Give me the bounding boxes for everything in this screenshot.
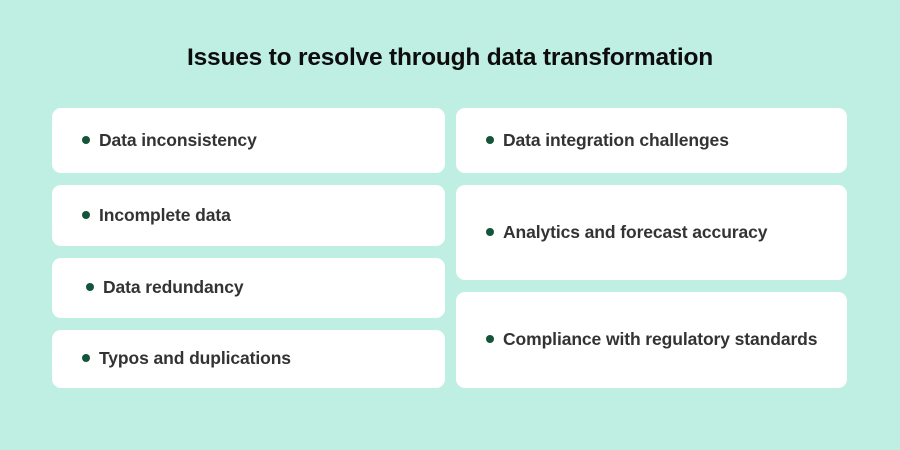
issue-card[interactable]: Typos and duplications	[52, 330, 445, 388]
issue-card[interactable]: Data redundancy	[52, 258, 445, 318]
bullet-dot-icon	[82, 210, 90, 219]
bullet-dot-icon	[486, 135, 494, 144]
issue-label: Data redundancy	[103, 277, 244, 298]
bullet-row: Analytics and forecast accuracy	[486, 221, 829, 244]
issue-label: Typos and duplications	[99, 348, 291, 369]
issue-card[interactable]: Data integration challenges	[456, 108, 847, 173]
bullet-dot-icon	[82, 135, 90, 144]
bullet-row: Data redundancy	[86, 276, 427, 299]
bullet-row: Data inconsistency	[82, 129, 427, 152]
bullet-dot-icon	[86, 283, 94, 292]
bullet-row: Data integration challenges	[486, 129, 829, 152]
bullet-dot-icon	[486, 227, 494, 236]
issues-grid: Data inconsistency Incomplete data Data …	[52, 108, 847, 388]
issue-label: Data integration challenges	[503, 129, 729, 150]
issues-column-right: Data integration challenges Analytics an…	[456, 108, 847, 388]
bullet-row: Typos and duplications	[82, 347, 427, 370]
issue-card[interactable]: Compliance with regulatory standards	[456, 292, 847, 388]
issue-card[interactable]: Incomplete data	[52, 185, 445, 246]
issue-label: Compliance with regulatory standards	[503, 329, 818, 350]
issue-label: Incomplete data	[99, 204, 231, 225]
bullet-dot-icon	[486, 335, 494, 344]
bullet-dot-icon	[82, 354, 90, 363]
issue-label: Analytics and forecast accuracy	[503, 221, 768, 242]
issue-label: Data inconsistency	[99, 129, 257, 150]
issues-column-left: Data inconsistency Incomplete data Data …	[52, 108, 445, 388]
page-title: Issues to resolve through data transform…	[186, 44, 714, 71]
issue-card[interactable]: Data inconsistency	[52, 108, 445, 173]
bullet-row: Compliance with regulatory standards	[486, 328, 829, 351]
bullet-row: Incomplete data	[82, 204, 427, 227]
issue-card[interactable]: Analytics and forecast accuracy	[456, 185, 847, 280]
